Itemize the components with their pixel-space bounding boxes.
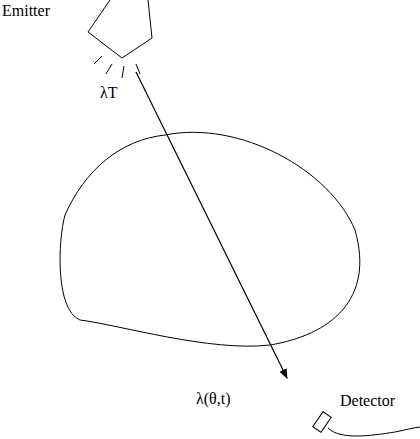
- wavelength-label: λ(θ,t): [196, 390, 231, 408]
- emitter-rays: [94, 56, 140, 78]
- detector-label: Detector: [340, 392, 395, 410]
- wavelength-label: λT: [100, 84, 118, 102]
- beam-arrow: [136, 72, 287, 378]
- object-outline: [60, 132, 360, 346]
- emitter-label: Emitter: [2, 2, 50, 20]
- emitter-body: [88, 0, 152, 58]
- detector-cable: [328, 427, 420, 436]
- detector-symbol: [313, 412, 332, 432]
